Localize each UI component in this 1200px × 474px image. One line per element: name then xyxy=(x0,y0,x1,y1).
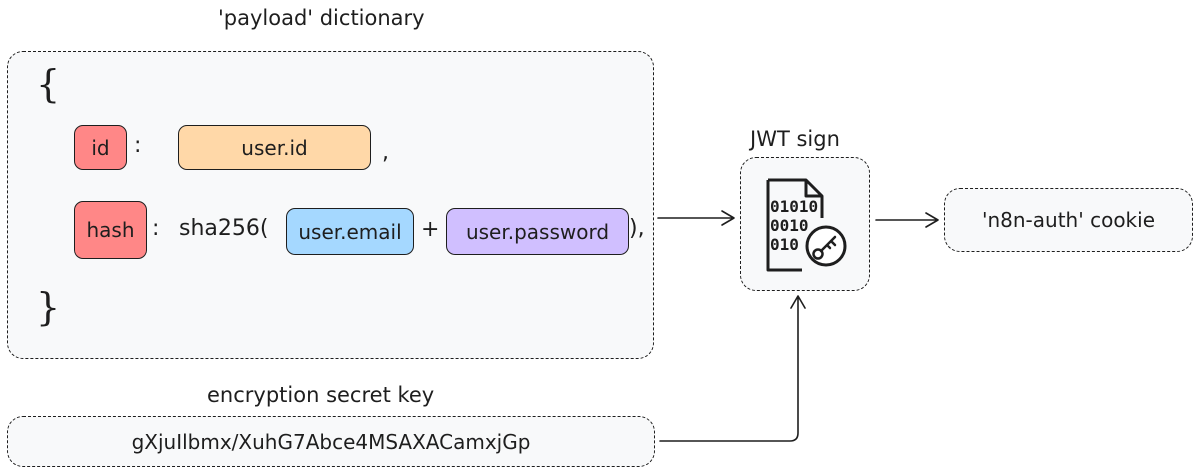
cookie-box: 'n8n-auth' cookie xyxy=(944,188,1193,252)
id-value: user.id xyxy=(178,125,371,170)
sha256-suffix: ), xyxy=(629,216,645,241)
secret-to-jwt-arrow xyxy=(659,295,806,442)
plus-sign: + xyxy=(421,217,440,242)
sha256-prefix: sha256( xyxy=(179,216,269,241)
binary-line-3: 010 xyxy=(770,235,799,254)
close-brace: } xyxy=(36,285,61,329)
binary-document-key-icon: 01010 0010 010 xyxy=(766,178,847,272)
binary-line-1: 01010 xyxy=(770,197,818,216)
user-password-pill: user.password xyxy=(446,208,629,255)
open-brace: { xyxy=(36,62,61,106)
binary-line-2: 0010 xyxy=(770,216,809,235)
payload-title: 'payload' dictionary xyxy=(218,6,425,30)
id-key: id xyxy=(74,125,127,170)
user-email-pill: user.email xyxy=(286,208,414,255)
hash-colon: : xyxy=(152,216,160,241)
payload-to-jwt-arrow xyxy=(657,210,735,226)
id-colon: : xyxy=(134,133,142,158)
jwt-to-cookie-arrow xyxy=(875,212,939,228)
cookie-label: 'n8n-auth' cookie xyxy=(981,208,1155,232)
hash-key: hash xyxy=(74,201,147,259)
id-comma: , xyxy=(382,140,389,165)
secret-box: gXjuIlbmx/XuhG7Abce4MSAXACamxjGp xyxy=(7,416,655,467)
jwt-title: JWT sign xyxy=(750,127,840,151)
secret-value: gXjuIlbmx/XuhG7Abce4MSAXACamxjGp xyxy=(131,429,531,454)
secret-title: encryption secret key xyxy=(207,383,435,407)
